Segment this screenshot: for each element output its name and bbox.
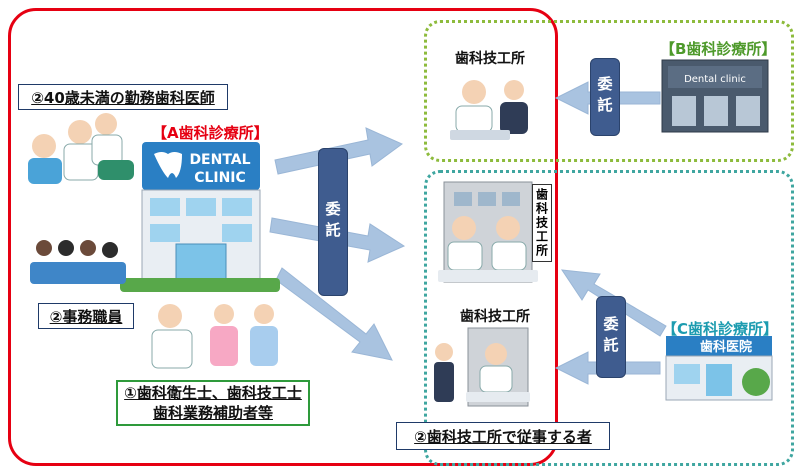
a-sign-line1: DENTAL (189, 152, 250, 168)
b-clinic-zone (424, 20, 794, 162)
c-clinic-building: 歯科医院 (665, 336, 773, 401)
hygienist-label: ①歯科衛生士、歯科技工士 歯科業務補助者等 (116, 380, 310, 426)
bottom-lab-title: 歯科技工所 (460, 309, 530, 325)
commission-box-b: 委託 (590, 58, 620, 136)
waiting-room-illustration (30, 240, 126, 284)
staff-illustration (151, 304, 278, 369)
commission-box-c: 委託 (596, 296, 626, 378)
b-clinic-building: Dental clinic (661, 59, 769, 133)
a-clinic-title: 【A歯科診療所】 (152, 124, 269, 142)
dentist-illustration (28, 113, 134, 184)
middle-lab-sign: 歯科技工所 (532, 184, 552, 262)
dentist-label: ②40歳未満の勤務歯科医師 (18, 84, 228, 110)
top-lab-illustration (450, 80, 528, 140)
a-sign-line2: CLINIC (194, 170, 246, 186)
c-clinic-title: 【C歯科診療所】 (662, 320, 779, 338)
c-clinic-zone (424, 170, 794, 466)
a-clinic-building: DENTAL CLINIC (120, 142, 280, 292)
c-sign-text: 歯科医院 (700, 339, 752, 355)
arrow-a-to-bottom-lab (275, 267, 393, 361)
a-clinic-zone (8, 8, 558, 466)
office-staff-label: ②事務職員 (38, 303, 134, 329)
b-clinic-title: 【B歯科診療所】 (660, 40, 777, 58)
lab-worker-label: ②歯科技工所で従事する者 (396, 422, 610, 450)
top-lab-title: 歯科技工所 (455, 51, 525, 67)
commission-box-center: 委託 (318, 148, 348, 296)
b-sign-text: Dental clinic (684, 74, 746, 85)
bottom-lab-illustration (434, 327, 530, 407)
